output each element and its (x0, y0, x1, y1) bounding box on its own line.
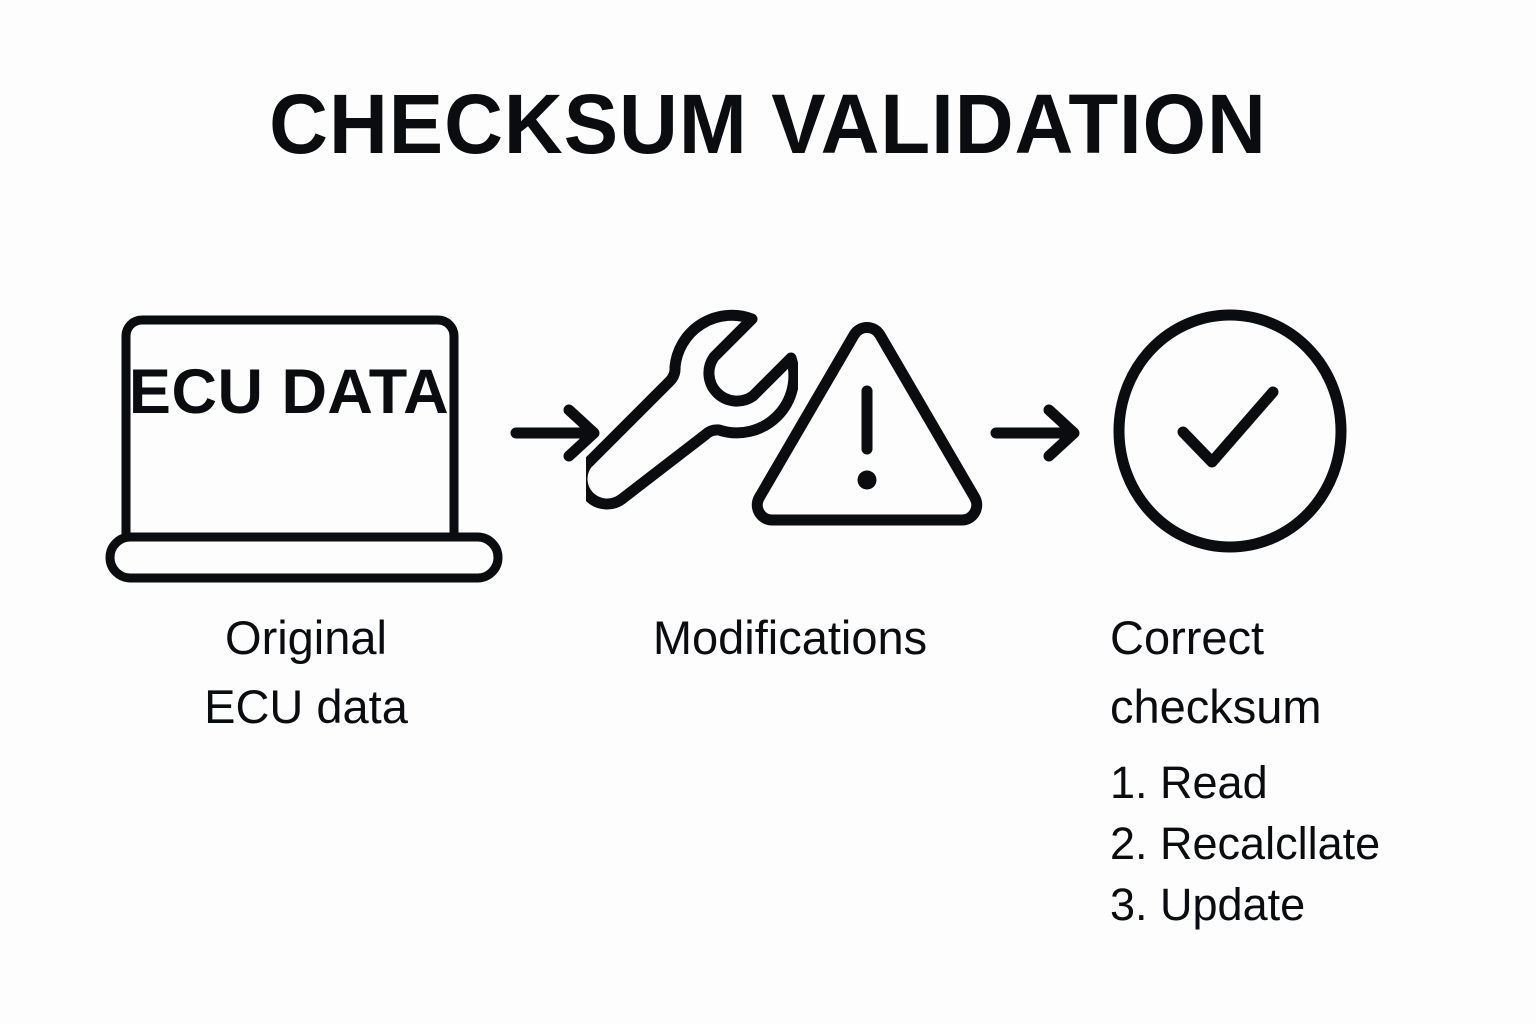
check-circle-icon (1113, 309, 1347, 553)
caption-original-ecu-data: Original ECU data (204, 611, 408, 733)
procedure-list: 1. Read 2. Recalcllate 3. Update (1110, 752, 1530, 936)
list-item: 1. Read (1110, 757, 1268, 808)
list-item: 2. Recalcllate (1110, 818, 1381, 870)
caption-modifications: Modifications (652, 611, 928, 664)
arrow-right-icon (990, 404, 1080, 462)
laptop-node: ECU DATA (104, 296, 504, 588)
list-item: 3. Update (1110, 879, 1306, 931)
caption-correct-checksum: Correct checksum (1110, 611, 1322, 733)
page-title: CHECKSUM VALIDATION (269, 77, 1267, 171)
warning-triangle-icon (751, 322, 983, 526)
laptop-icon (105, 315, 503, 583)
arrow-right-icon (510, 404, 600, 462)
wrench-icon (586, 309, 798, 510)
